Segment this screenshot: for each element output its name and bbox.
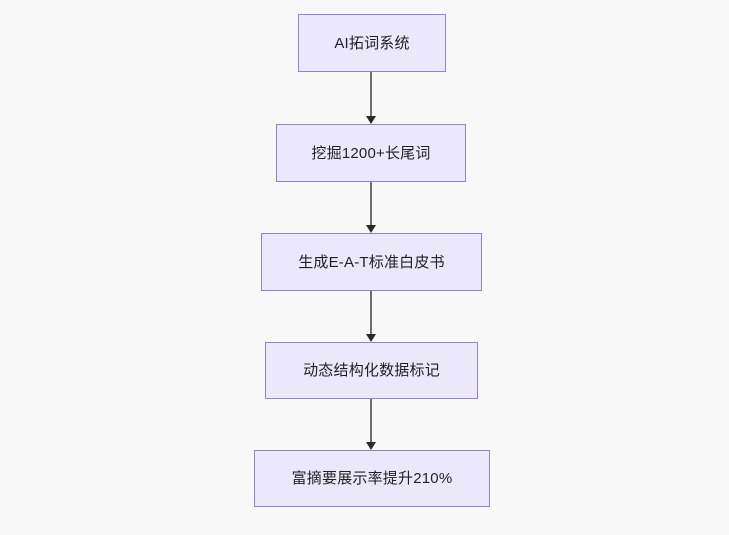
connector-line: [370, 399, 372, 443]
flow-node-mine-longtail-keywords[interactable]: 挖掘1200+长尾词: [276, 124, 466, 182]
flow-node-label: 动态结构化数据标记: [303, 362, 440, 379]
arrowhead-icon: [366, 225, 376, 233]
flow-node-label: 生成E-A-T标准白皮书: [298, 253, 445, 271]
connector-line: [370, 182, 372, 226]
flow-connector-2: [364, 182, 378, 233]
arrowhead-icon: [366, 334, 376, 342]
connector-line: [370, 291, 372, 335]
flow-connector-3: [364, 291, 378, 342]
flow-connector-1: [364, 72, 378, 124]
flow-node-generate-eat-whitepaper[interactable]: 生成E-A-T标准白皮书: [261, 233, 482, 291]
flow-node-label: 富摘要展示率提升210%: [291, 470, 453, 487]
flow-connector-4: [364, 399, 378, 450]
flow-node-dynamic-structured-data-markup[interactable]: 动态结构化数据标记: [265, 342, 478, 399]
arrowhead-icon: [366, 116, 376, 124]
arrowhead-icon: [366, 442, 376, 450]
connector-line: [370, 72, 372, 117]
flow-node-label: AI拓词系统: [334, 34, 410, 52]
flow-node-rich-snippet-impression-lift[interactable]: 富摘要展示率提升210%: [254, 450, 490, 507]
flow-node-label: 挖掘1200+长尾词: [311, 144, 431, 162]
flow-node-ai-keyword-system[interactable]: AI拓词系统: [298, 14, 446, 72]
